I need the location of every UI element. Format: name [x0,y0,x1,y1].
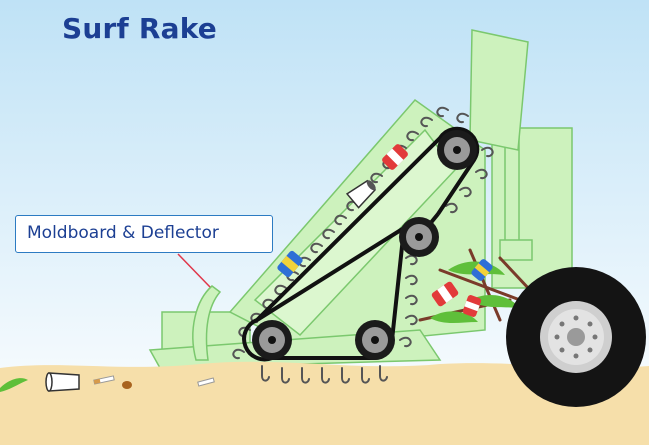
debris-pile [418,248,532,323]
moldboard-deflector-callout: Moldboard & Deflector [15,215,273,253]
diagram-title: Surf Rake [62,12,217,45]
paper-cup-icon [345,179,377,209]
shell-icon [122,381,132,389]
cigarette-icon [197,377,215,387]
seaweed-icon [0,378,28,392]
soda-can-icon [431,281,459,307]
sand-ground [0,361,649,445]
paper-cup-icon [45,372,80,392]
rear-wheel [506,267,646,407]
soda-can-icon [462,295,482,317]
soda-can-icon [471,259,493,281]
pulleys [252,130,477,360]
cigarette-icon [93,375,115,385]
moldboard [192,285,222,361]
soda-can-icon [382,144,408,170]
soda-can-icon [277,250,303,278]
callout-pointer [177,253,211,288]
